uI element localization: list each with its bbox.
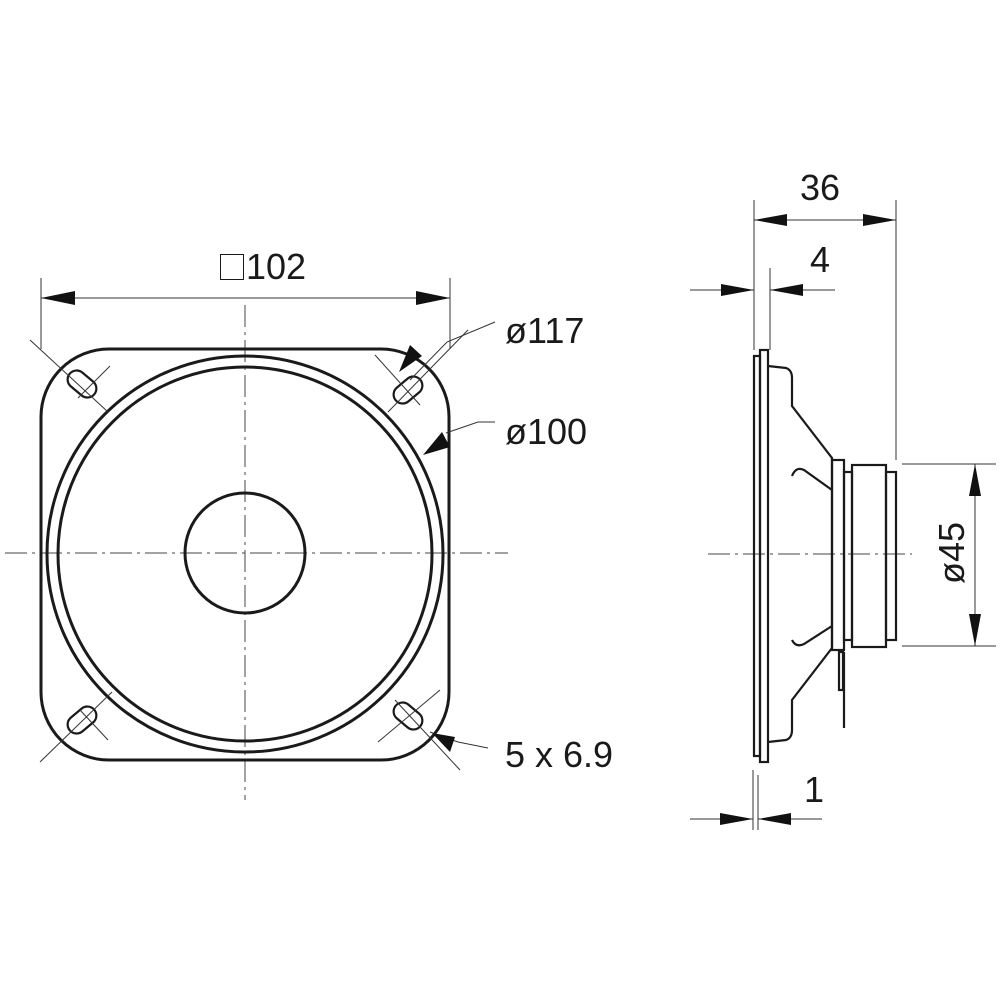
label-thickness-1: 1 xyxy=(804,769,825,810)
basket-inner-upper xyxy=(790,467,833,491)
square-symbol-icon xyxy=(220,254,244,280)
dimension-4 xyxy=(690,268,835,350)
label-diameter-117: ø117 xyxy=(505,310,585,351)
magnet-spacer xyxy=(842,470,854,642)
inner-ring xyxy=(56,365,434,743)
dimension-1 xyxy=(690,770,822,830)
leader-arrow-hole xyxy=(432,733,455,752)
dust-cap xyxy=(183,491,307,615)
label-offset-4: 4 xyxy=(810,239,831,280)
flange-inner xyxy=(758,348,770,764)
back-plate xyxy=(884,470,898,642)
dimension-45 xyxy=(902,463,996,647)
label-square-102: 102 xyxy=(220,249,306,285)
label-depth-36: 36 xyxy=(800,167,841,208)
basket-inner-lower xyxy=(791,625,833,647)
square-frame xyxy=(39,347,451,762)
magnet xyxy=(850,463,888,649)
leader-100 xyxy=(423,421,495,455)
front-view xyxy=(5,278,508,800)
mounting-hole-bottom-left xyxy=(39,691,113,763)
outer-ring xyxy=(45,354,445,754)
label-diameter-45: ø45 xyxy=(931,521,972,584)
label-diameter-100: ø100 xyxy=(505,411,588,452)
top-plate xyxy=(830,458,846,652)
mounting-hole-top-left xyxy=(29,339,111,413)
side-view xyxy=(690,200,996,830)
dimension-102 xyxy=(40,278,451,349)
label-hole-size: 5 x 6.9 xyxy=(505,734,614,775)
terminal-tab xyxy=(837,650,845,692)
mounting-hole-top-right xyxy=(374,321,496,413)
dimension-36 xyxy=(753,200,897,460)
leader-arrow-117 xyxy=(399,345,422,372)
